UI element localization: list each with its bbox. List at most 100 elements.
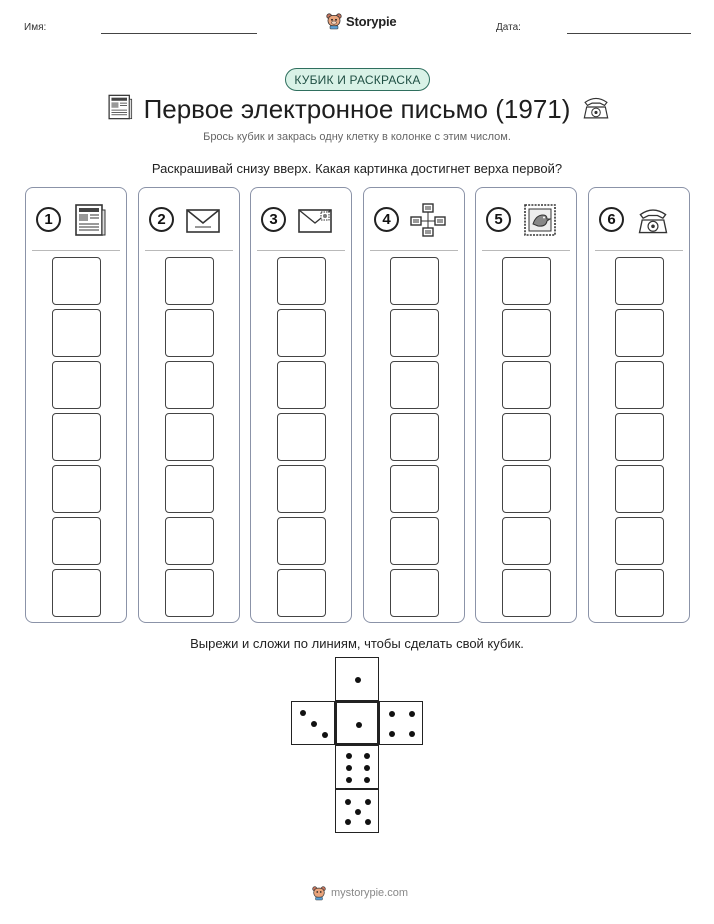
coloring-cell[interactable]	[277, 413, 326, 461]
column-number: 6	[599, 207, 624, 232]
coloring-cell[interactable]	[615, 413, 664, 461]
coloring-cell[interactable]	[502, 569, 551, 617]
column-number: 2	[149, 207, 174, 232]
coloring-cell[interactable]	[390, 309, 439, 357]
coloring-cell[interactable]	[52, 257, 101, 305]
coloring-cell[interactable]	[502, 309, 551, 357]
coloring-cell[interactable]	[165, 465, 214, 513]
column-number: 5	[486, 207, 511, 232]
column-divider	[145, 250, 233, 251]
coloring-cell[interactable]	[52, 309, 101, 357]
dice-pip	[345, 799, 352, 806]
coloring-cell[interactable]	[390, 361, 439, 409]
column-1: 1	[25, 187, 127, 623]
coloring-cells	[390, 257, 439, 621]
coloring-cell[interactable]	[502, 413, 551, 461]
column-header: 6	[589, 202, 689, 236]
column-divider	[257, 250, 345, 251]
coloring-cell[interactable]	[165, 517, 214, 565]
coloring-cell[interactable]	[277, 569, 326, 617]
newspaper-icon	[72, 202, 108, 238]
coloring-cell[interactable]	[277, 465, 326, 513]
column-divider	[595, 250, 683, 251]
dice-face-right	[379, 701, 423, 745]
dice-face-left	[291, 701, 335, 745]
dice-pip	[356, 722, 362, 728]
column-header: 5	[476, 202, 576, 236]
dice-pip	[389, 711, 396, 718]
coloring-cell[interactable]	[52, 517, 101, 565]
coloring-cell[interactable]	[615, 257, 664, 305]
coloring-cell[interactable]	[615, 569, 664, 617]
dice-pip	[345, 818, 352, 825]
coloring-cell[interactable]	[502, 257, 551, 305]
column-header: 4	[364, 202, 464, 238]
page-title: Первое электронное письмо (1971)	[143, 94, 571, 124]
dice-pip	[346, 765, 353, 771]
coloring-cells	[615, 257, 664, 621]
brand-name: Storypie	[346, 13, 397, 29]
envelope-icon	[185, 202, 221, 238]
column-header: 1	[26, 202, 126, 236]
coloring-cell[interactable]	[615, 361, 664, 409]
computer-network-icon	[410, 202, 446, 238]
coloring-cells	[52, 257, 101, 621]
dice-pip	[408, 711, 415, 718]
date-label: Дата:	[496, 22, 521, 33]
date-line[interactable]	[567, 33, 691, 34]
coloring-cells	[502, 257, 551, 621]
coloring-cell[interactable]	[277, 361, 326, 409]
stamped-envelope-icon	[297, 202, 333, 238]
dice-pip	[322, 732, 328, 738]
dice-pip	[364, 799, 371, 806]
column-header: 3	[251, 202, 351, 236]
coloring-cell[interactable]	[502, 517, 551, 565]
dice-pip	[300, 710, 306, 716]
column-divider	[32, 250, 120, 251]
coloring-cell[interactable]	[52, 465, 101, 513]
dice-face-lower	[335, 745, 379, 789]
postage-stamp-bird-icon	[522, 202, 558, 238]
coloring-cells	[165, 257, 214, 621]
coloring-cell[interactable]	[615, 517, 664, 565]
coloring-cell[interactable]	[390, 569, 439, 617]
bear-face-icon	[312, 886, 326, 901]
coloring-cell[interactable]	[390, 517, 439, 565]
coloring-cell[interactable]	[165, 413, 214, 461]
brand: Storypie	[326, 12, 397, 30]
footer: mystorypie.com	[312, 885, 408, 901]
coloring-cell[interactable]	[615, 465, 664, 513]
coloring-cell[interactable]	[277, 517, 326, 565]
column-divider	[370, 250, 458, 251]
coloring-cell[interactable]	[165, 569, 214, 617]
coloring-cell[interactable]	[277, 309, 326, 357]
column-5: 5	[475, 187, 577, 623]
column-number: 3	[261, 207, 286, 232]
coloring-cell[interactable]	[165, 257, 214, 305]
coloring-cell[interactable]	[502, 361, 551, 409]
name-line[interactable]	[101, 33, 257, 34]
coloring-cell[interactable]	[502, 465, 551, 513]
dice-pip	[364, 818, 371, 825]
dice-pip	[408, 730, 415, 737]
subtitle: Брось кубик и закрась одну клетку в коло…	[203, 131, 511, 143]
coloring-cell[interactable]	[390, 413, 439, 461]
footer-text: mystorypie.com	[331, 887, 409, 899]
coloring-cell[interactable]	[615, 309, 664, 357]
coloring-cell[interactable]	[277, 257, 326, 305]
coloring-cell[interactable]	[390, 465, 439, 513]
coloring-cell[interactable]	[52, 361, 101, 409]
coloring-cell[interactable]	[165, 361, 214, 409]
coloring-cell[interactable]	[165, 309, 214, 357]
column-header: 2	[139, 202, 239, 236]
cut-instruction: Вырежи и сложи по линиям, чтобы сделать …	[190, 636, 524, 651]
column-number: 1	[36, 207, 61, 232]
newspaper-icon	[108, 94, 133, 120]
coloring-cell[interactable]	[52, 413, 101, 461]
dice-pip	[355, 677, 361, 683]
name-label: Имя:	[24, 22, 47, 33]
coloring-cell[interactable]	[390, 257, 439, 305]
coloring-cell[interactable]	[52, 569, 101, 617]
column-number: 4	[374, 207, 399, 232]
dice-pip	[311, 721, 317, 727]
